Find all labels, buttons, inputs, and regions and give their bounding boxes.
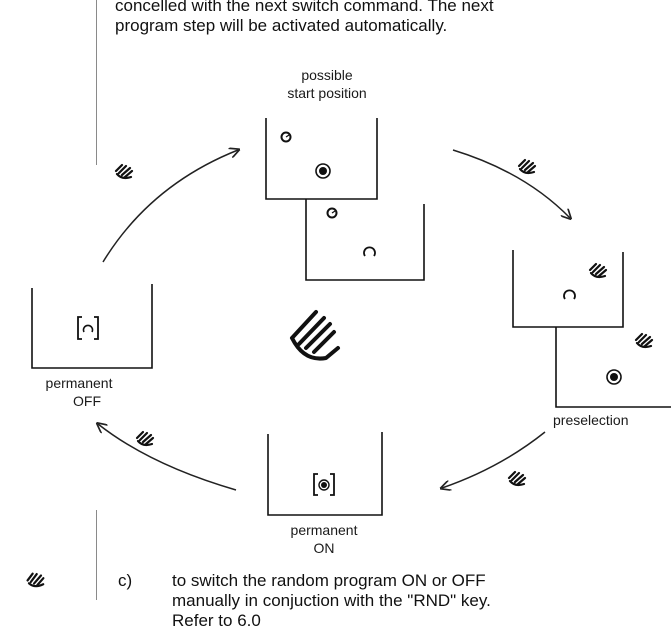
margin-line-top — [96, 0, 97, 165]
bracket-symbol-icon — [313, 473, 335, 496]
footnote-label: c) — [118, 571, 133, 590]
start-position-label-line1: possible — [301, 67, 353, 83]
footnote-line-2: manually in conjuction with the "RND" ke… — [172, 591, 491, 610]
permanent-on-box — [267, 432, 383, 516]
start-position-box-front — [265, 118, 378, 200]
permanent-on-label-line1: permanent — [291, 522, 358, 538]
dot-icon — [315, 163, 331, 179]
intro-line-2: program step will be activated automatic… — [115, 16, 448, 35]
arrow-off-to-start — [102, 150, 238, 263]
footnote-line-1: to switch the random program ON or OFF — [172, 571, 486, 590]
start-position-label: possible start position — [287, 67, 366, 101]
large-hand-icon — [290, 310, 340, 361]
permanent-off-label-line1: permanent — [46, 375, 113, 391]
footnote-body: to switch the random program ON or OFF m… — [172, 571, 652, 631]
clock-icon — [326, 207, 338, 219]
footnote-line-3: Refer to 6.0 — [172, 611, 261, 630]
hand-press-icon — [135, 430, 155, 447]
arrow-start-to-preselection — [452, 149, 570, 218]
timer-arc-icon — [563, 289, 576, 300]
hand-press-icon — [25, 571, 46, 589]
margin-line-bottom — [96, 510, 97, 600]
hand-press-icon — [114, 163, 134, 180]
dot-icon — [606, 369, 622, 385]
preselection-label: preselection — [553, 412, 629, 428]
start-position-label-line2: start position — [287, 85, 366, 101]
timer-arc-icon — [363, 246, 376, 257]
arrow-on-to-off — [98, 424, 237, 491]
intro-text: concelled with the next switch command. … — [115, 0, 635, 36]
hand-press-icon — [588, 262, 608, 279]
hand-press-icon — [517, 158, 537, 175]
permanent-off-label-line2: OFF — [73, 393, 101, 409]
hand-press-icon — [507, 470, 527, 487]
permanent-on-label: permanent ON — [291, 522, 358, 556]
preselection-box-back — [512, 250, 624, 328]
permanent-on-label-line2: ON — [314, 540, 335, 556]
clock-icon — [280, 131, 292, 143]
preselection-box-front — [555, 327, 671, 408]
intro-line-1: concelled with the next switch command. … — [115, 0, 494, 15]
permanent-off-box — [31, 284, 153, 369]
permanent-off-label: permanent OFF — [46, 375, 113, 409]
hand-press-icon — [634, 332, 654, 349]
bracket-symbol-icon — [77, 316, 99, 340]
start-position-box-back — [305, 199, 425, 281]
arrow-preselection-to-on — [442, 431, 546, 488]
